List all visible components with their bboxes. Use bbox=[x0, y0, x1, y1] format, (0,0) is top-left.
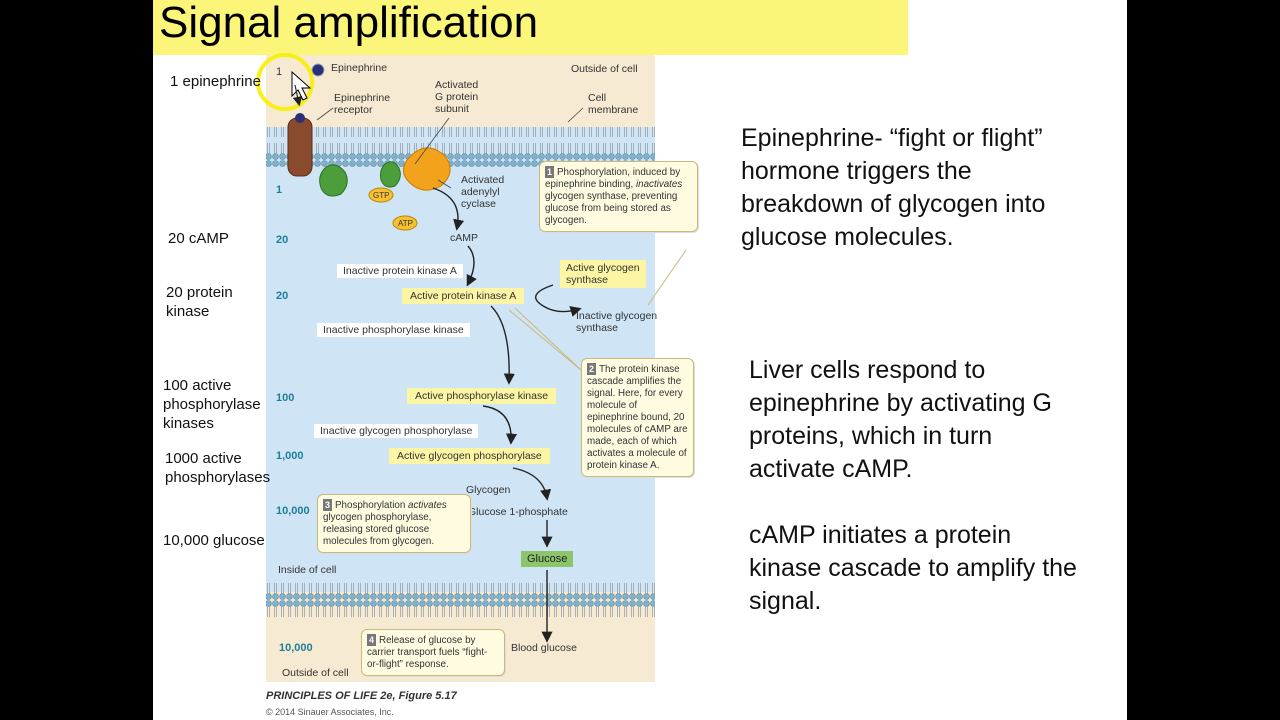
count-epinephrine: 1 bbox=[276, 66, 283, 78]
pointer-callout2b bbox=[514, 307, 582, 371]
pointer-g-protein bbox=[414, 117, 450, 165]
figure-copyright: © 2014 Sinauer Associates, Inc. bbox=[266, 707, 394, 717]
epinephrine-label: Epinephrine bbox=[331, 62, 388, 74]
glucose-box: Glucose bbox=[521, 551, 574, 567]
callout-3-text-a: Phosphorylation bbox=[335, 500, 408, 511]
callout-1-number: 1 bbox=[545, 166, 555, 178]
left-label-camp: 20 cAMP bbox=[168, 230, 229, 247]
count-gp: 1,000 bbox=[276, 450, 304, 462]
inside-cell-label: Inside of cell bbox=[278, 564, 337, 576]
arrow-epinephrine-receptor bbox=[292, 84, 303, 107]
count-pka: 20 bbox=[276, 290, 289, 302]
count-camp: 20 bbox=[276, 234, 289, 246]
outside-cell-bottom-label: Outside of cell bbox=[282, 667, 349, 679]
pointer-receptor bbox=[316, 107, 334, 121]
active-pka-label: Active protein kinase A bbox=[402, 288, 525, 304]
bound-epinephrine-shape bbox=[295, 113, 305, 123]
callout-2-text: The protein kinase cascade amplifies the… bbox=[587, 364, 688, 471]
active-phosphorylase-kinase-label: Active phosphorylase kinase bbox=[407, 388, 557, 404]
inactive-glycogen-synthase-label: Inactive glycogen synthase bbox=[576, 310, 658, 334]
outside-cell-top-region bbox=[266, 55, 655, 127]
arrow-pka-phk bbox=[490, 305, 515, 385]
callout-4-number: 4 bbox=[367, 634, 377, 646]
arrow-glycogen-g1p bbox=[512, 467, 552, 501]
callout-4-text: Release of glucose by carrier transport … bbox=[367, 635, 488, 670]
membrane-label: Cell membrane bbox=[588, 92, 639, 116]
glycogen-label: Glycogen bbox=[466, 484, 511, 496]
count-receptor: 1 bbox=[276, 184, 283, 196]
blood-glucose-label: Blood glucose bbox=[511, 642, 577, 654]
epinephrine-molecule-shape bbox=[311, 63, 325, 77]
title-bar: Signal amplification bbox=[153, 0, 908, 55]
pointer-adenylyl bbox=[437, 179, 452, 189]
left-label-epinephrine: 1 epinephrine bbox=[170, 73, 261, 90]
arrow-gs bbox=[535, 284, 582, 317]
slide-title: Signal amplification bbox=[159, 0, 539, 47]
figure-caption: PRINCIPLES OF LIFE 2e, Figure 5.17 bbox=[266, 690, 457, 702]
glucose-1-phosphate-label: Glucose 1-phosphate bbox=[468, 506, 568, 518]
arrow-atp-camp bbox=[432, 187, 465, 231]
arrow-camp-pka bbox=[466, 245, 477, 287]
cell-membrane-bottom bbox=[266, 580, 655, 620]
cell-membrane-top bbox=[266, 127, 655, 167]
inactive-phosphorylase-kinase-label: Inactive phosphorylase kinase bbox=[317, 323, 470, 337]
callout-3-number: 3 bbox=[323, 499, 333, 511]
atp-label: ATP bbox=[398, 219, 413, 228]
mouse-cursor-icon bbox=[291, 70, 312, 101]
left-label-phosphorylases: 1000 active phosphorylases bbox=[165, 450, 271, 486]
gtp-label: GTP bbox=[373, 191, 390, 200]
body-paragraph-camp-cascade: cAMP initiates a protein kinase cascade … bbox=[749, 521, 1077, 615]
callout-1-text-a: Phosphorylation, induced by epinephrine … bbox=[545, 167, 681, 190]
pointer-membrane bbox=[567, 107, 584, 123]
body-paragraph-liver-cells: Liver cells respond to epinephrine by ac… bbox=[749, 356, 1052, 483]
adenylyl-cyclase-shape bbox=[403, 147, 451, 191]
active-glycogen-synthase-label: Active glycogen synthase bbox=[560, 260, 646, 288]
cursor-highlight bbox=[256, 53, 314, 111]
g-protein-label: Activated G protein subunit bbox=[435, 79, 479, 115]
count-phk: 100 bbox=[276, 392, 295, 404]
pointer-callout1 bbox=[647, 249, 687, 306]
body-paragraph-epinephrine: Epinephrine- “fight or flight” hormone t… bbox=[741, 124, 1046, 251]
receptor-label: Epinephrine receptor bbox=[334, 92, 391, 116]
slide: Signal amplification bbox=[153, 0, 1127, 720]
left-label-protein-kinase: 20 protein kinase bbox=[166, 284, 233, 320]
pointer-callout2 bbox=[508, 309, 582, 371]
left-label-phosphorylase-kinases: 100 active phosphorylase kinases bbox=[163, 377, 261, 432]
outside-cell-top-label: Outside of cell bbox=[571, 63, 638, 75]
active-glycogen-phosphorylase-label: Active glycogen phosphorylase bbox=[389, 448, 550, 464]
adenylyl-cyclase-label: Activated adenylyl cyclase bbox=[461, 174, 505, 210]
inactive-pka-label: Inactive protein kinase A bbox=[337, 264, 463, 278]
g-protein-shape bbox=[319, 164, 348, 197]
camp-label: cAMP bbox=[450, 232, 479, 244]
left-label-glucose: 10,000 glucose bbox=[163, 532, 265, 549]
callout-2-number: 2 bbox=[587, 363, 597, 375]
epinephrine-receptor-shape bbox=[287, 117, 313, 177]
callout-1-text-b: glycogen synthase, preventing glucose fr… bbox=[545, 191, 678, 226]
gtp-shape bbox=[368, 187, 394, 203]
inactive-glycogen-phosphorylase-label: Inactive glycogen phosphorylase bbox=[314, 424, 479, 438]
callout-3-emphasis: activates bbox=[408, 500, 447, 511]
atp-shape bbox=[392, 215, 418, 231]
count-glucose: 10,000 bbox=[276, 505, 310, 517]
callout-1-emphasis: inactivates bbox=[635, 179, 683, 190]
callout-3-text-b: glycogen phosphorylase, releasing stored… bbox=[323, 512, 435, 547]
count-blood-glucose: 10,000 bbox=[279, 642, 313, 654]
arrow-phk-gp bbox=[482, 405, 518, 445]
pathway-diagram bbox=[256, 53, 687, 643]
activated-g-protein-subunit-shape bbox=[380, 161, 401, 188]
